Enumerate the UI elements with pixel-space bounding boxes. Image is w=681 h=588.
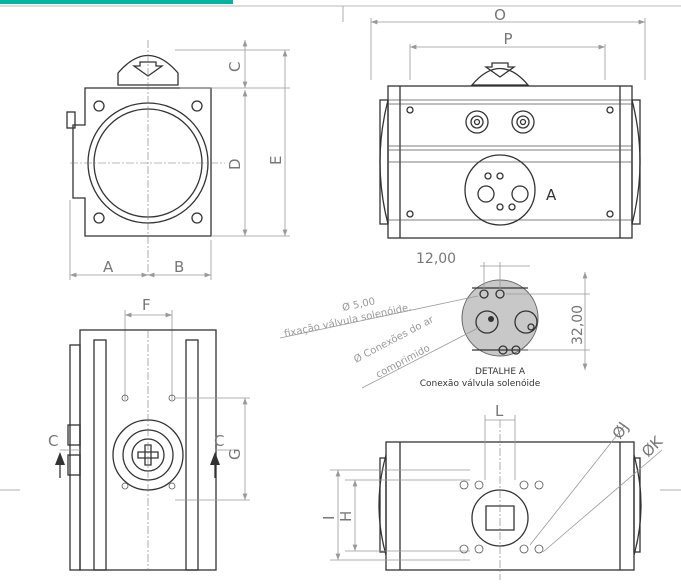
top-view — [330, 415, 663, 580]
dim-label-b: B — [174, 258, 184, 276]
dim-label-h: H — [337, 511, 355, 522]
section-label-c-right: C — [214, 432, 224, 450]
dim-label-c-front: C — [226, 62, 244, 72]
detail-marker-a: A — [546, 186, 557, 204]
dim-label-i: I — [320, 516, 338, 520]
dim-label-k: ØK — [638, 432, 667, 461]
front-view — [66, 40, 290, 280]
dim-label-e: E — [267, 156, 285, 165]
dim-label-g: G — [226, 448, 244, 460]
side-view — [370, 18, 646, 239]
accent-bar — [0, 0, 233, 4]
dim-label-d: D — [226, 158, 244, 170]
dim-label-j: ØJ — [609, 419, 633, 443]
dim-label-a: A — [103, 258, 114, 276]
bottom-view — [55, 310, 250, 571]
detail-title: DETALHE A — [475, 367, 526, 377]
detail-a-view — [279, 262, 590, 389]
detail-dim-32: 32,00 — [570, 305, 586, 345]
section-label-c-left: C — [48, 432, 58, 450]
dim-label-f: F — [142, 296, 151, 314]
header-divider — [0, 5, 681, 7]
detail-dim-12: 12,00 — [416, 251, 456, 267]
dim-label-p: P — [503, 30, 512, 48]
detail-subtitle: Conexão válvula solenóide — [420, 378, 541, 389]
dim-label-o: O — [494, 6, 506, 24]
dim-label-l: L — [495, 402, 504, 420]
